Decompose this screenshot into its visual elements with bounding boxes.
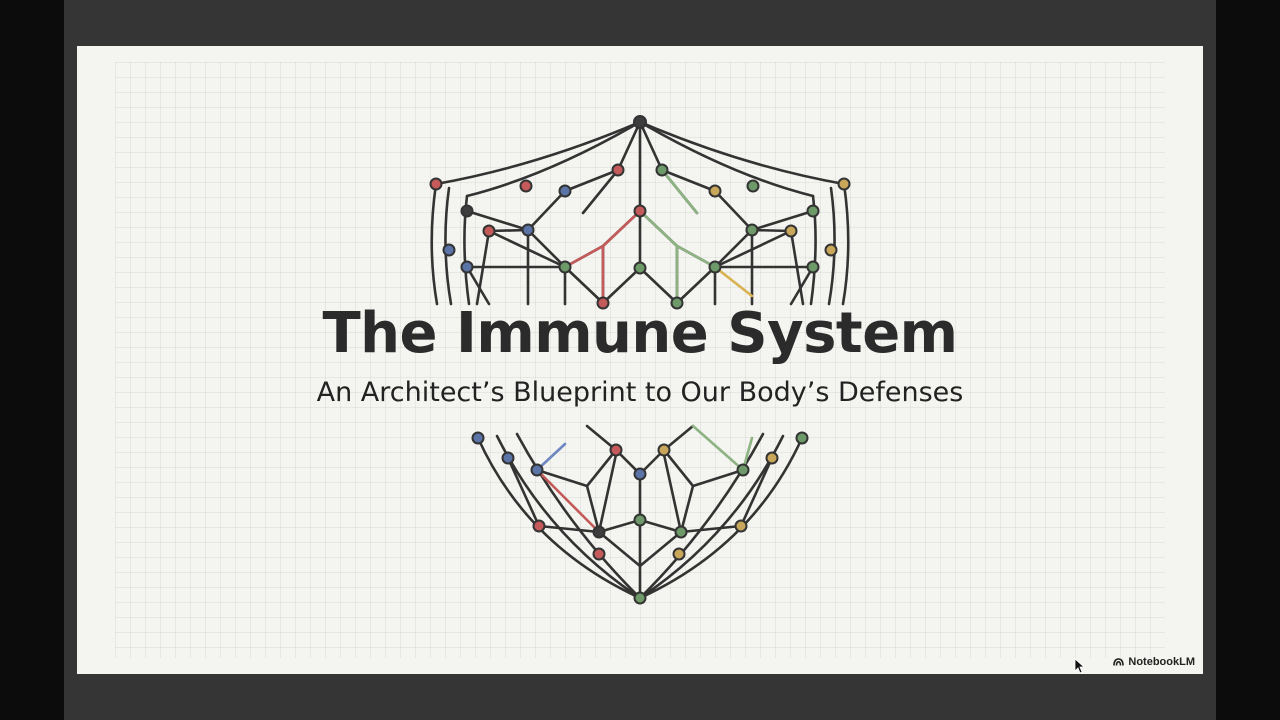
left-window-frame bbox=[0, 0, 64, 720]
right-window-frame bbox=[1216, 0, 1280, 720]
notebooklm-branding: NotebookLM bbox=[1113, 656, 1195, 668]
top-letterbox bbox=[64, 0, 1216, 46]
slide-canvas: The Immune System An Architect’s Bluepri… bbox=[77, 46, 1203, 674]
slide-title: The Immune System bbox=[322, 301, 958, 366]
slide-subtitle: An Architect’s Blueprint to Our Body’s D… bbox=[316, 377, 964, 408]
bottom-letterbox bbox=[64, 674, 1216, 720]
notebooklm-label: NotebookLM bbox=[1128, 656, 1195, 668]
notebooklm-logo-icon bbox=[1113, 658, 1125, 666]
mouse-pointer-icon bbox=[1074, 658, 1084, 674]
immune-network-illustration bbox=[429, 115, 851, 605]
